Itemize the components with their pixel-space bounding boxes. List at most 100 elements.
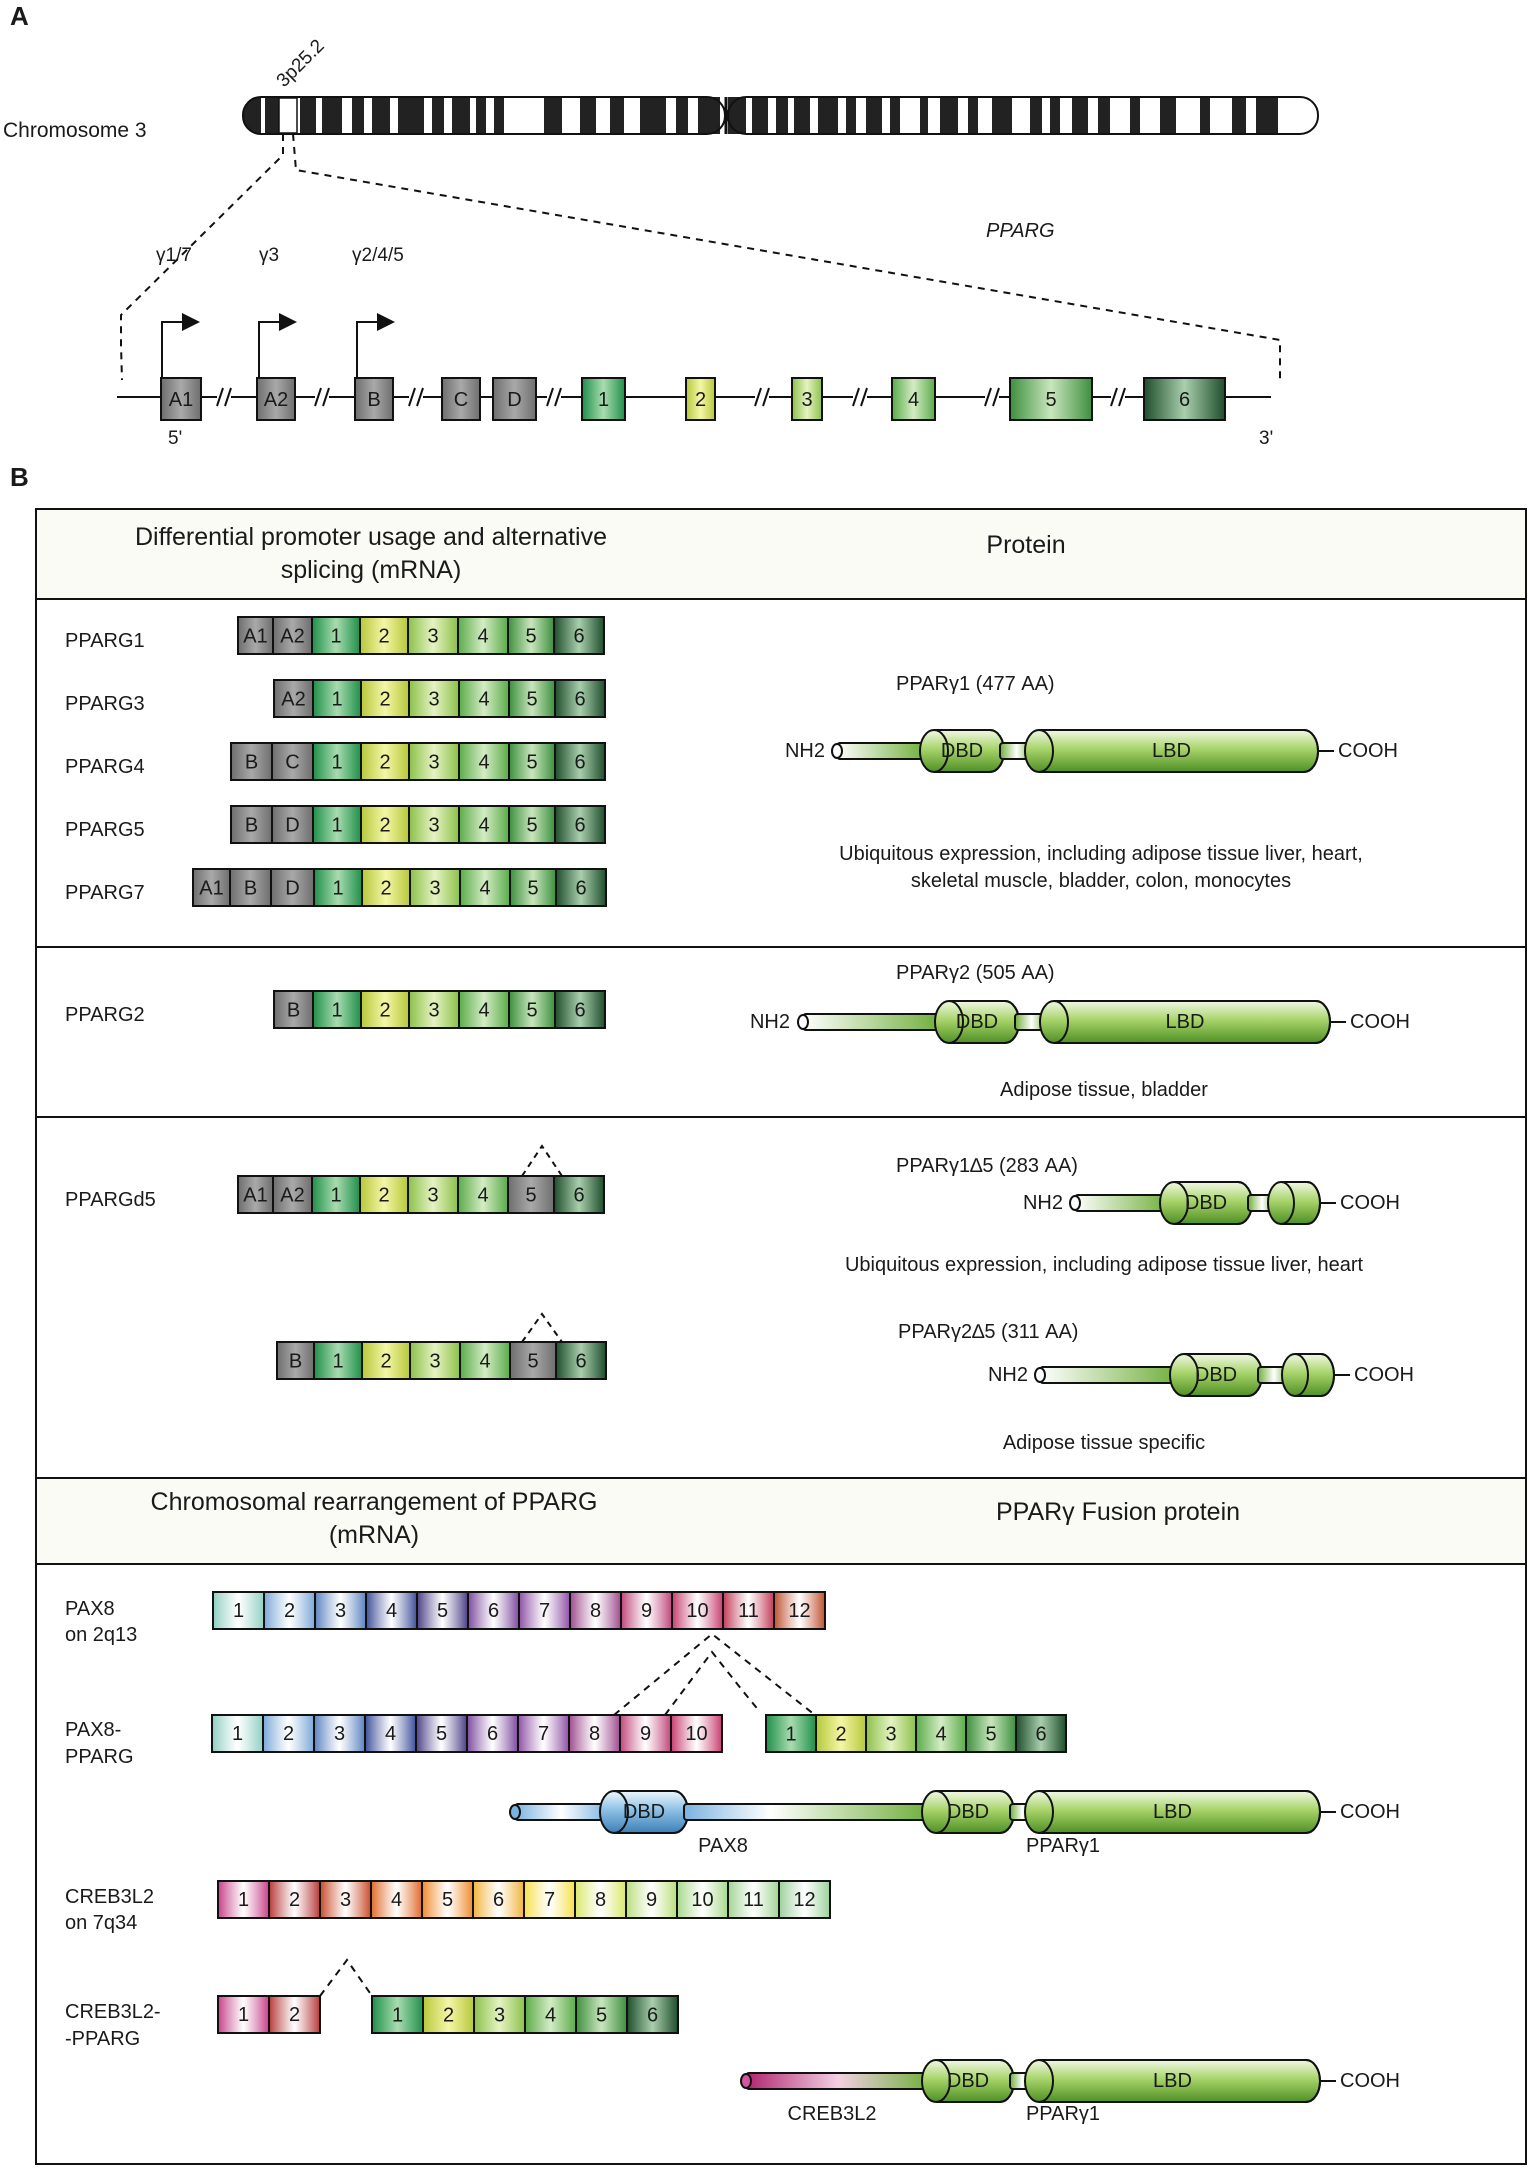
- chromosome-band: [452, 97, 470, 134]
- isoform-pparg2-exon-b: B: [273, 990, 314, 1029]
- isoform-pparg1-exon-6-label: 6: [573, 626, 584, 648]
- isoform-pparg4-exon-6-label: 6: [574, 752, 585, 774]
- isoform-pparg4-exon-c: C: [271, 742, 314, 781]
- chromosome-band: [794, 97, 810, 134]
- isoform-pparg5-exon-6-label: 6: [574, 815, 585, 837]
- creb3l2-pparg-right-exon-6: 6: [626, 1995, 679, 2034]
- pax8-pparg-left-exon-5-label: 5: [436, 1723, 447, 1745]
- chromosome-band: [580, 97, 596, 134]
- panel-a: A Chromosome 3 3p25.2 PPARG γ1/7 γ3 γ2/4…: [3, 1, 1319, 449]
- chromosome-band: [432, 97, 444, 134]
- isoform-pparg2-exon-3: 3: [408, 990, 460, 1029]
- isoform-pparg2-exon-1-label: 1: [331, 1000, 342, 1022]
- fusion-name-crebpparg-l1: CREB3L2-: [65, 2001, 161, 2023]
- pax8-pparg-left-exon-8: 8: [568, 1714, 621, 1753]
- isoform-pparg7-exon-1-label: 1: [332, 878, 343, 900]
- chromosome-band: [265, 97, 279, 134]
- isoform-ppargd5-exon-1: 1: [311, 1175, 361, 1214]
- pax8-transcript-exon-7: 7: [518, 1591, 571, 1630]
- pax8-pparg-right-exon-4-label: 4: [935, 1724, 946, 1746]
- gene-exon-5-label: 5: [1045, 389, 1056, 411]
- protein-ppargamma1-dbd-label: DBD: [941, 740, 983, 762]
- chromosome-band: [776, 97, 788, 134]
- isoform-pparg2d5-exon-4-label: 4: [479, 1351, 490, 1373]
- isoform-pparg5-exon-4-label: 4: [478, 815, 489, 837]
- creb3l2-transcript-exon-12: 12: [778, 1880, 831, 1919]
- panel-b-frame: [35, 508, 1527, 2165]
- creb3l2-pparg-right-exon-1: 1: [371, 1995, 424, 2034]
- chromosome-band: [300, 97, 316, 134]
- protein-ppargamma1-ntd: [836, 742, 927, 760]
- isoform-pparg5-exon-1-label: 1: [331, 815, 342, 837]
- pax8-transcript-exon-9: 9: [620, 1591, 673, 1630]
- isoform-pparg3-exon-2-label: 2: [379, 689, 390, 711]
- creb3l2-pparg-right-exon-4: 4: [524, 1995, 577, 2034]
- isoform-pparg3-exon-4: 4: [458, 679, 510, 718]
- fusion-name-pax8pparg-l1: PAX8-: [65, 1719, 121, 1741]
- pax8-transcript-exon-3-label: 3: [335, 1600, 346, 1622]
- isoform-pparg5-exon-b-label: B: [245, 815, 258, 837]
- isoform-pparg3-exon-2: 2: [360, 679, 410, 718]
- isoform-pparg7-exon-5: 5: [509, 868, 557, 907]
- isoform-pparg2-exon-6: 6: [554, 990, 606, 1029]
- isoform-pparg1-exon-6: 6: [553, 616, 605, 655]
- isoform-ppargd5-exon-6: 6: [553, 1175, 605, 1214]
- five-prime-label: 5': [168, 428, 182, 449]
- creb3l2-transcript-exon-10: 10: [676, 1880, 729, 1919]
- header2-left-line1: Chromosomal rearrangement of PPARG: [151, 1488, 598, 1516]
- protein-ppargamma1-nterm-cap: [831, 743, 843, 759]
- isoform-pparg4-exon-4-label: 4: [478, 752, 489, 774]
- isoform-pparg2d5-exon-2: 2: [361, 1341, 411, 1380]
- gene-exon-6-label: 6: [1179, 389, 1190, 411]
- pax8-pparg-right-exon-1: 1: [765, 1714, 817, 1753]
- isoform-pparg7-exon-5-label: 5: [527, 878, 538, 900]
- pax8-pparg-right-exon-2-label: 2: [835, 1724, 846, 1746]
- isoform-pparg7-exon-a1-label: A1: [199, 878, 223, 900]
- protein-ppargamma2-lbd-label: LBD: [1166, 1011, 1205, 1033]
- chromosome-band: [544, 97, 562, 134]
- isoform-pparg2d5-exon-5: 5: [509, 1341, 557, 1380]
- isoform-pparg2d5-exon-3: 3: [409, 1341, 461, 1380]
- isoform-pparg5-exon-3: 3: [408, 805, 460, 844]
- pax8-pparg-left-exon-7: 7: [517, 1714, 570, 1753]
- pax8-pparg-right-exon-2: 2: [815, 1714, 867, 1753]
- gene-exon-a2: A2: [256, 377, 296, 421]
- creb3l2-transcript-exon-12-label: 12: [793, 1889, 815, 1911]
- protein-ppargamma1-lbd: LBD: [1024, 729, 1319, 773]
- isoform-pparg2-exon-3-label: 3: [428, 1000, 439, 1022]
- promoter-label-g245: γ2/4/5: [352, 245, 404, 266]
- gene-exon-5: 5: [1009, 377, 1093, 421]
- chromosome-band: [920, 97, 928, 134]
- protein-ppargamma2-cooh: COOH: [1350, 1011, 1410, 1033]
- pax8-pparg-right-exon-5: 5: [965, 1714, 1017, 1753]
- pax8-transcript-exon-6-label: 6: [488, 1600, 499, 1622]
- isoform-ppargd5-exon-6-label: 6: [573, 1185, 584, 1207]
- isoform-pparg1-exon-1: 1: [311, 616, 361, 655]
- pax8-transcript-exon-10-label: 10: [686, 1600, 708, 1622]
- isoform-pparg1-exon-a2-label: A2: [280, 626, 304, 648]
- creb3l2-transcript-exon-3: 3: [319, 1880, 372, 1919]
- isoform-pparg7-exon-a1: A1: [192, 868, 231, 907]
- gene-exon-c-label: C: [454, 389, 468, 411]
- pax8-transcript-exon-11-label: 11: [738, 1600, 759, 1622]
- protein-ppargamma1-nh2: NH2: [785, 740, 825, 762]
- protein-desc-g1-line2: skeletal muscle, bladder, colon, monocyt…: [911, 870, 1291, 892]
- fusion-pax8-cooh: COOH: [1340, 1801, 1400, 1823]
- creb3l2-transcript-exon-5-label: 5: [442, 1889, 453, 1911]
- protein-title-g2: PPARγ2 (505 AA): [896, 962, 1055, 984]
- protein-ppargamma1-dbd: DBD: [919, 729, 1005, 773]
- isoform-pparg2d5-exon-4: 4: [459, 1341, 511, 1380]
- isoform-pparg5-exon-b: B: [230, 805, 273, 844]
- isoform-pparg4-exon-3: 3: [408, 742, 460, 781]
- pax8-transcript-exon-10: 10: [671, 1591, 724, 1630]
- gene-exon-3: 3: [791, 377, 823, 421]
- protein-ppargamma2-dbd: DBD: [934, 1000, 1020, 1044]
